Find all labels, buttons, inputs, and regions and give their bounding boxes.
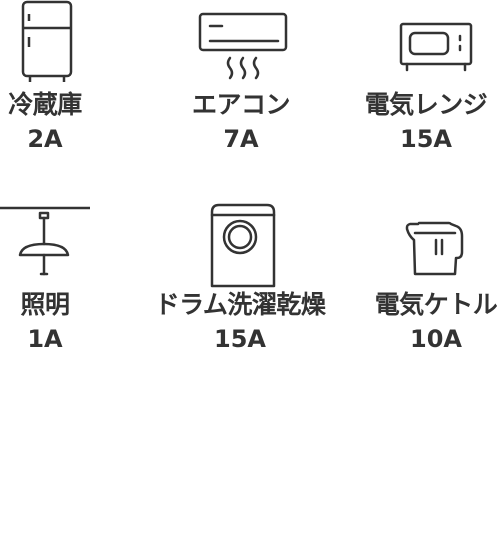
appliance-item-microwave: 電気レンジ 15A bbox=[352, 0, 500, 154]
appliance-item-refrigerator: 冷蔵庫 2A bbox=[0, 0, 90, 154]
appliance-name: ドラム洗濯乾燥 bbox=[154, 290, 326, 319]
washing-machine-icon bbox=[150, 200, 330, 290]
refrigerator-icon bbox=[0, 0, 90, 90]
appliance-name: 電気レンジ bbox=[364, 90, 488, 119]
appliance-amperage: 15A bbox=[400, 125, 452, 153]
appliance-item-electric-kettle: 電気ケトル 10A bbox=[372, 200, 500, 354]
appliance-name: 照明 bbox=[20, 290, 70, 319]
appliance-item-air-conditioner: エアコン 7A bbox=[158, 0, 324, 154]
appliance-name: 電気ケトル bbox=[374, 290, 498, 319]
appliance-amperage: 15A bbox=[214, 325, 266, 353]
ceiling-light-icon bbox=[0, 200, 90, 290]
appliance-item-washing-machine: ドラム洗濯乾燥 15A bbox=[150, 200, 330, 354]
appliance-name: エアコン bbox=[191, 90, 291, 119]
appliance-item-ceiling-light: 照明 1A bbox=[0, 200, 90, 354]
air-conditioner-icon bbox=[158, 0, 324, 90]
appliance-amperage: 7A bbox=[223, 125, 259, 153]
appliance-amperage: 1A bbox=[27, 325, 63, 353]
appliance-amperage: 10A bbox=[410, 325, 462, 353]
appliance-name: 冷蔵庫 bbox=[8, 90, 82, 119]
electric-kettle-icon bbox=[372, 200, 500, 290]
microwave-icon bbox=[352, 0, 500, 90]
appliance-amperage: 2A bbox=[27, 125, 63, 153]
